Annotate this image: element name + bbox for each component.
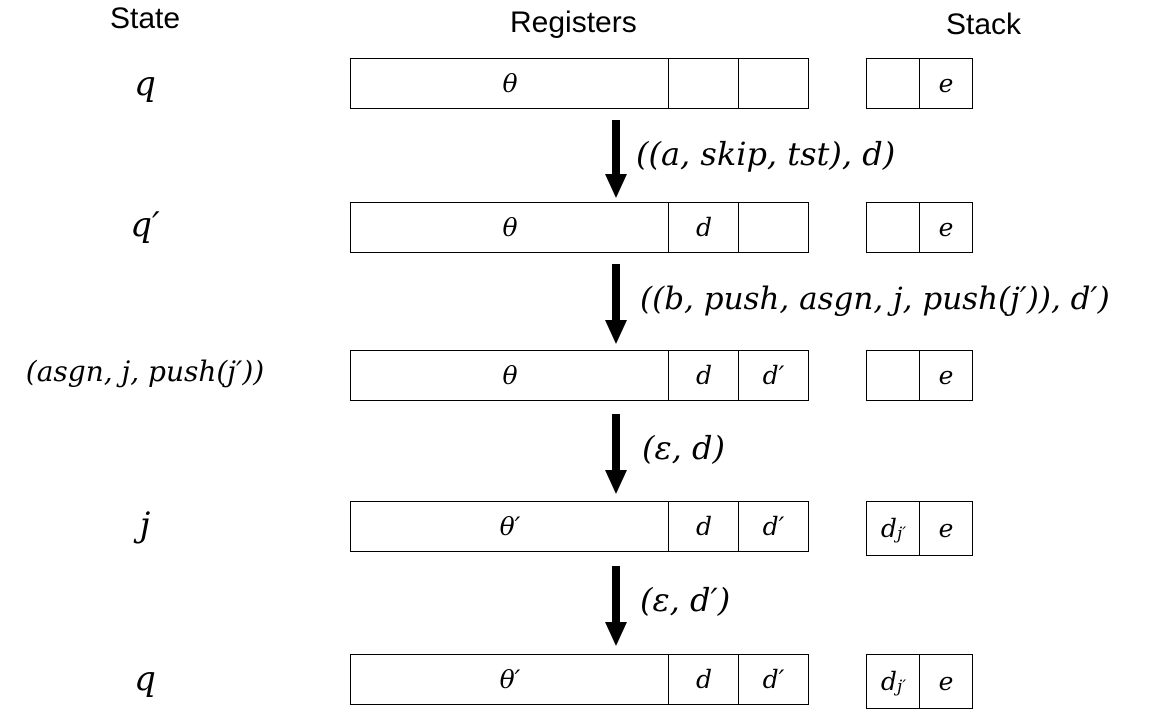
stack-top-cell — [866, 202, 921, 253]
stack-top-subscript: j′ — [896, 677, 907, 697]
register-main: θ′ — [350, 654, 670, 705]
stack-top-subscript: j′ — [896, 524, 907, 544]
register-main: θ — [350, 58, 670, 109]
stack-bottom-cell: e — [919, 654, 973, 709]
transition-label: ((a, skip, tst), d) — [636, 135, 896, 173]
stack-top-cell — [866, 350, 921, 401]
register-d: d — [668, 350, 740, 401]
stack-bottom-cell: e — [919, 58, 973, 109]
stack-top-base: d — [880, 667, 897, 696]
stack-top-base: d — [880, 514, 897, 543]
transition-label: ((b, push, asgn, j, push(j′)), d′) — [640, 281, 1110, 317]
state-label: q — [134, 659, 156, 699]
register-d: d — [668, 501, 740, 552]
transition-arrow — [605, 120, 627, 198]
register-d2 — [738, 58, 809, 109]
transition-label: (ε, d′) — [640, 581, 731, 619]
stack-top-cell — [866, 58, 921, 109]
state-label: q′ — [130, 205, 160, 245]
register-main: θ — [350, 350, 670, 401]
stack-bottom-cell: e — [919, 202, 973, 253]
register-d2: d′ — [738, 654, 809, 705]
stack-bottom-cell: e — [919, 350, 973, 401]
registers-column-header: Registers — [510, 6, 637, 39]
register-d: d — [668, 654, 740, 705]
register-d — [668, 58, 740, 109]
register-d2: d′ — [738, 501, 809, 552]
transition-label: (ε, d) — [642, 429, 725, 467]
stack-column-header: Stack — [946, 8, 1022, 41]
state-label: q — [134, 64, 156, 104]
register-d: d — [668, 202, 740, 253]
transition-arrow — [605, 566, 627, 646]
register-main: θ — [350, 202, 670, 253]
state-label: j — [139, 505, 151, 545]
register-d2 — [738, 202, 809, 253]
state-label: (asgn, j, push(j′)) — [25, 355, 265, 388]
register-main: θ′ — [350, 501, 670, 552]
transition-arrow — [605, 414, 627, 494]
transition-arrow — [605, 264, 627, 344]
stack-bottom-cell: e — [919, 501, 973, 556]
state-column-header: State — [110, 2, 181, 35]
register-d2: d′ — [738, 350, 809, 401]
